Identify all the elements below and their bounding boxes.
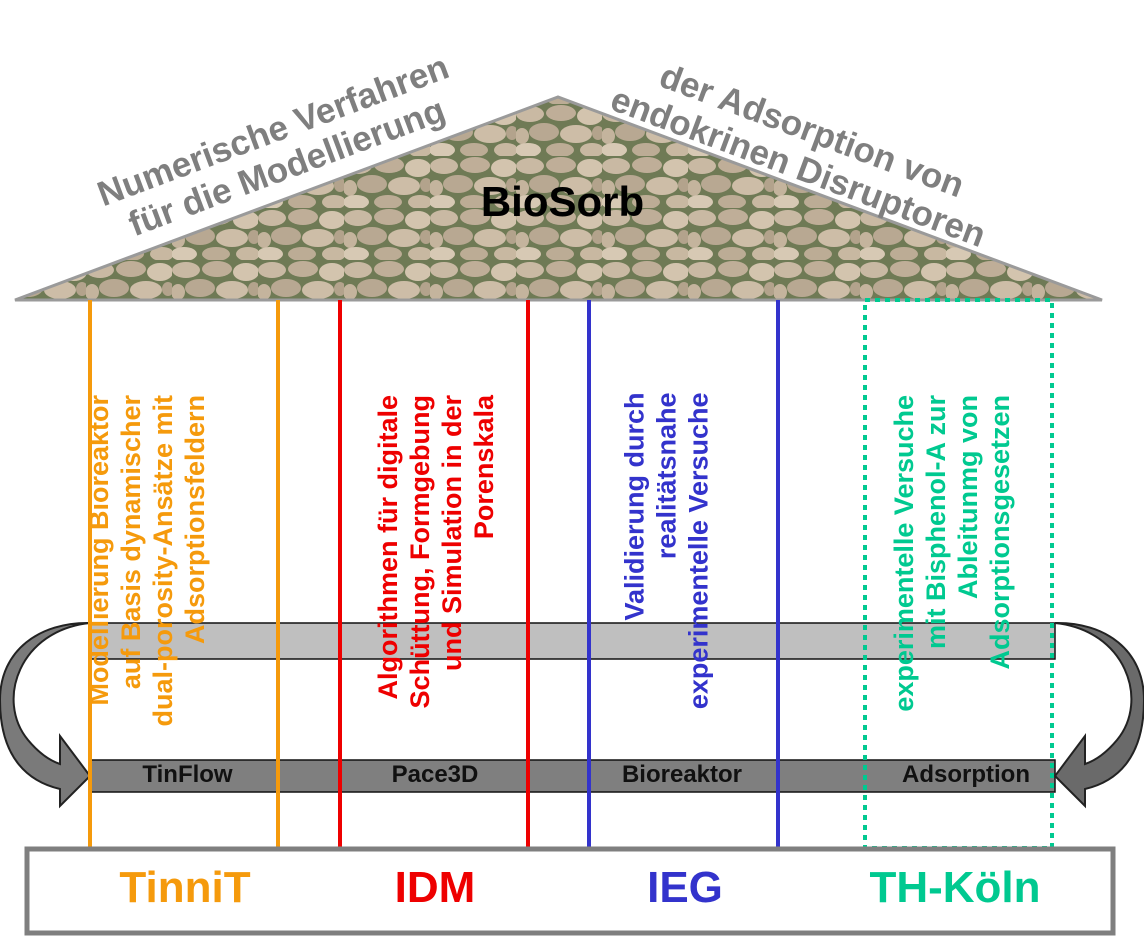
pillar-line-text: Validierung durch xyxy=(619,392,650,621)
pillar-line-text: experimentelle Versuche xyxy=(889,395,919,712)
band-label-pace3d: Pace3D xyxy=(391,761,479,788)
pillar-text-thkoeln: experimentelle Versuche mit Bisphenol-A … xyxy=(888,395,1028,775)
band-label-bioreaktor: Bioreaktor xyxy=(621,761,743,788)
lower-band xyxy=(89,759,1056,793)
institution-ieg: IEG xyxy=(647,863,723,912)
pillar-line-text: Adsorptionsgesetzen xyxy=(985,395,1015,670)
pillar-line-text: experimentelle Versuche xyxy=(683,392,714,710)
pillar-line-text: Algorithmen für digitale xyxy=(373,395,403,700)
pillar-text-idm: Algorithmen für digitale Schüttung, Form… xyxy=(372,395,512,775)
institution-idm: IDM xyxy=(394,863,476,912)
band-label-tinflow: TinFlow xyxy=(142,761,233,788)
institution-tinnit: TinniT xyxy=(119,863,251,912)
pillar-line-text: Modellierung Bioreaktor xyxy=(84,395,114,706)
pillar-text-tinnit: Modellierung Bioreaktor auf Basis dynami… xyxy=(83,395,223,775)
pillar-dotted-frame xyxy=(863,298,1054,850)
pillar-line-text: und Simulation in der xyxy=(437,395,467,671)
curved-arrow-right-icon xyxy=(1053,621,1144,809)
pillar-line-text: Schüttung, Formgebung xyxy=(405,395,435,709)
pillar-line-text: dual-porosity-Ansätze mit xyxy=(148,395,178,727)
project-title: BioSorb xyxy=(480,178,645,225)
pillar-text-ieg: Validierung durch realitätsnahe experime… xyxy=(619,393,724,773)
pillar-line-text: auf Basis dynamischer xyxy=(116,395,146,690)
curved-arrow-left-icon xyxy=(0,621,92,809)
pillar-line-text: mit Bisphenol-A zur xyxy=(921,395,951,649)
roof xyxy=(14,95,1103,302)
institution-thkoeln: TH-Köln xyxy=(869,863,1041,912)
pillar-line-text: Porenskala xyxy=(469,395,499,540)
pillar-line-text: Adsorptionsfeldern xyxy=(180,395,210,645)
pillar-line-text: realitätsnahe xyxy=(651,392,682,560)
band-label-adsorption: Adsorption xyxy=(902,761,1030,788)
pillar-line-text: Ableitunmg von xyxy=(953,395,983,599)
institutions-frame xyxy=(24,846,1116,936)
